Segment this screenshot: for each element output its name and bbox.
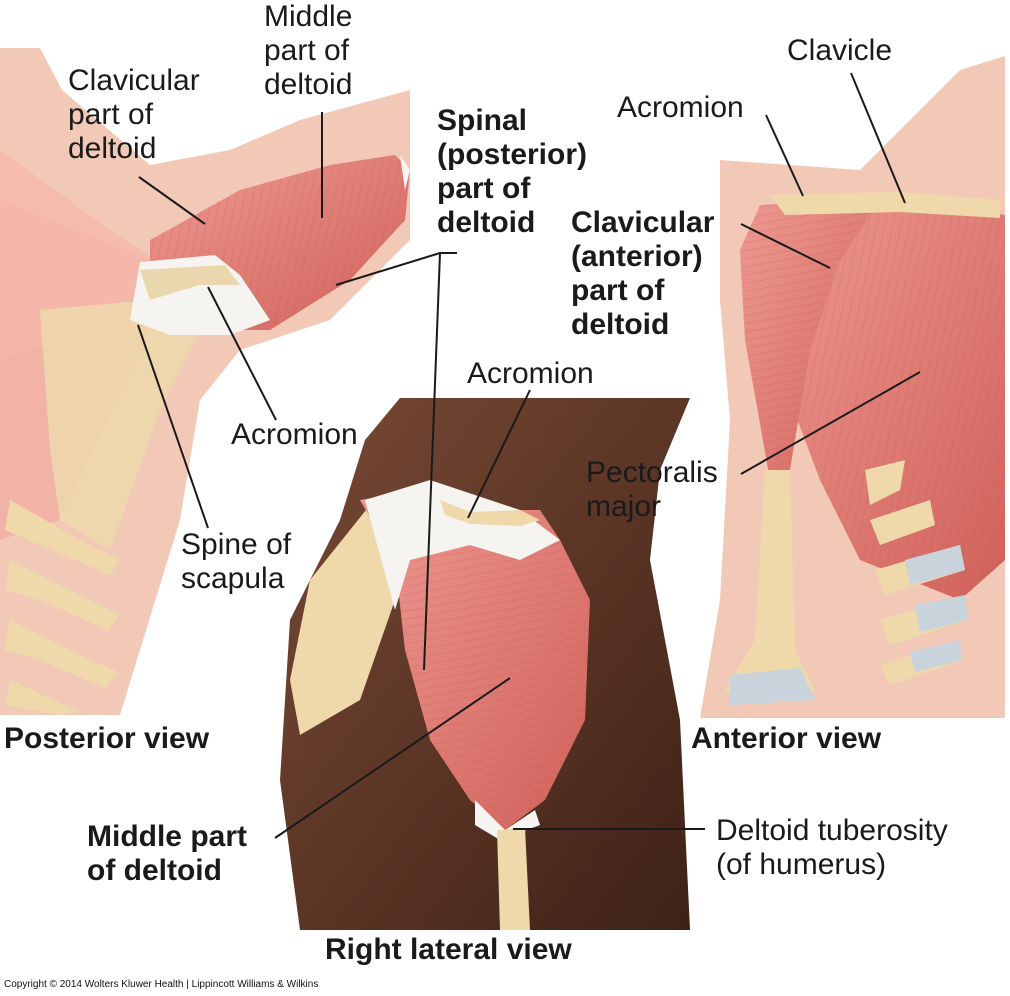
leader-acromion-posterior	[207, 286, 277, 421]
leader-lines	[137, 72, 921, 839]
label-pectoralis-major: Pectoralis major	[586, 456, 718, 523]
anterior-view-panel	[700, 56, 1005, 718]
label-clavicular-part-anterior: Clavicular (anterior) part of deltoid	[571, 206, 715, 341]
posterior-view-panel	[0, 48, 410, 715]
leader-spine-scapula	[137, 324, 209, 529]
leader-pectoralis	[740, 371, 921, 475]
label-clavicular-part-posterior: Clavicular part of deltoid	[68, 64, 200, 165]
leader-clavicle	[850, 72, 906, 204]
label-acromion-posterior: Acromion	[231, 418, 358, 451]
label-spine-of-scapula: Spine of scapula	[181, 528, 292, 595]
label-spinal-part: Spinal (posterior) part of deltoid	[437, 104, 587, 239]
label-acromion-lateral: Acromion	[467, 357, 594, 390]
leader-clavicular-posterior	[138, 176, 206, 225]
copyright-notice: Copyright © 2014 Wolters Kluwer Health |…	[4, 979, 319, 990]
leader-acromion-lateral	[467, 389, 531, 519]
label-middle-part-top: Middle part of deltoid	[264, 0, 353, 101]
label-middle-part-bottom: Middle part of deltoid	[87, 820, 248, 887]
label-deltoid-tuberosity: Deltoid tuberosity (of humerus)	[716, 814, 948, 881]
leader-middle-bottom	[274, 677, 511, 839]
leader-acromion-anterior	[765, 114, 804, 197]
label-posterior-view: Posterior view	[4, 722, 210, 755]
label-lateral-view: Right lateral view	[325, 933, 572, 966]
label-clavicle: Clavicle	[787, 34, 893, 67]
lateral-view-panel	[280, 398, 690, 930]
leader-clavicular-anterior	[740, 223, 831, 269]
label-anterior-view: Anterior view	[691, 722, 882, 755]
label-acromion-anterior: Acromion	[617, 91, 744, 124]
